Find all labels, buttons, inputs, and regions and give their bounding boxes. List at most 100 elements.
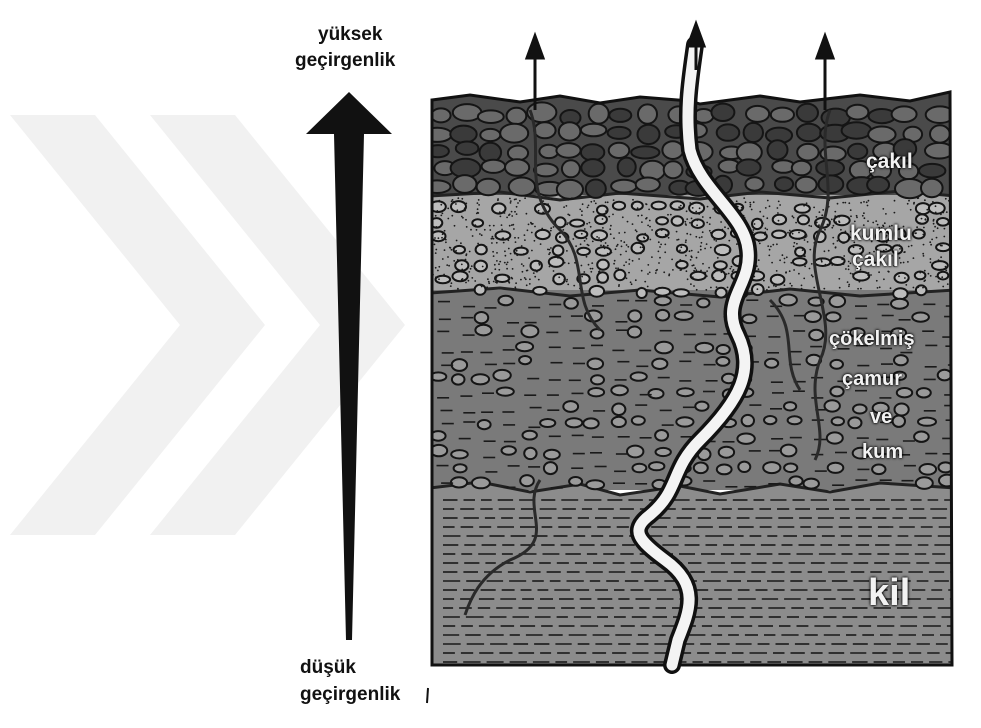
stone [895,404,909,416]
sand-dot [680,269,682,271]
stone [914,432,929,442]
sand-dot [943,236,945,238]
sand-dot [824,229,826,231]
sand-dot [503,242,505,244]
sand-dot [516,206,518,208]
sand-dot [557,217,559,219]
sand-dot [789,283,791,285]
sand-dot [809,268,811,270]
sand-dot [769,249,771,251]
sand-dot [710,287,712,289]
stone [477,179,500,195]
stone [452,359,467,371]
stone [694,463,708,474]
sand-dot [492,251,494,253]
sand-dot [781,288,783,290]
stone [832,417,844,425]
stone [544,450,560,460]
sand-dot [848,202,850,204]
sand-dot [533,272,535,274]
stone [827,432,843,443]
sand-dot [504,262,506,264]
sand-dot [798,273,800,275]
sand-dot [850,273,852,275]
sand-dot [798,232,800,234]
sand-dot [701,242,703,244]
stone [831,257,845,265]
sand-dot [804,239,806,241]
sand-dot [548,249,550,251]
stone [591,375,604,384]
stone [564,298,578,309]
sand-dot [581,233,583,235]
sand-dot [775,285,777,287]
sand-dot [691,256,693,258]
sand-dot [613,199,615,201]
sand-dot [913,257,915,259]
sand-dot [557,257,559,259]
sand-dot [620,240,622,242]
sand-dot [668,273,670,275]
sand-dot [452,199,454,201]
sand-dot [599,254,601,256]
sand-dot [588,205,590,207]
sand-dot [694,267,696,269]
sand-dot [484,229,486,231]
sand-dot [445,239,447,241]
sand-dot [461,264,463,266]
sand-dot [470,229,472,231]
sand-dot [770,246,772,248]
stone [853,405,867,414]
sand-dot [553,270,555,272]
sand-dot [758,259,760,261]
sand-dot [789,230,791,232]
sand-dot [613,237,615,239]
sand-dot [795,250,797,252]
stone [809,330,823,340]
sand-dot [626,277,628,279]
stone [586,480,604,489]
sand-dot [930,262,932,264]
sand-dot [482,266,484,268]
sand-dot [623,241,625,243]
sand-dot [839,287,841,289]
sand-dot [923,244,925,246]
sand-dot [476,213,478,215]
stone [523,431,537,440]
stone [744,123,763,142]
sand-dot [803,237,805,239]
sand-dot [840,229,842,231]
sand-dot [905,197,907,199]
stone [563,401,578,412]
sand-dot [447,218,449,220]
sand-dot [481,234,483,236]
sand-dot [592,268,594,270]
sand-dot [590,201,592,203]
sand-dot [787,232,789,234]
stone [838,233,849,243]
stone [472,478,490,489]
sand-dot [863,212,865,214]
stone [742,315,756,324]
sediment-label-line4: kum [862,441,903,464]
sand-dot [706,243,708,245]
sand-dot [615,248,617,250]
sand-dot [686,270,688,272]
sand-dot [655,272,657,274]
stone [627,446,643,458]
sand-dot [818,224,820,226]
sand-dot [597,281,599,283]
sand-dot [922,287,924,289]
sand-dot [945,198,947,200]
stone [531,261,542,271]
sand-dot [632,223,634,225]
sand-dot [923,255,925,257]
sand-dot [890,287,892,289]
sand-dot [940,256,942,258]
stone [586,180,606,198]
sand-dot [835,221,837,223]
sand-dot [843,255,845,257]
sand-dot [752,220,754,222]
stone [929,203,945,214]
stone [714,261,727,269]
